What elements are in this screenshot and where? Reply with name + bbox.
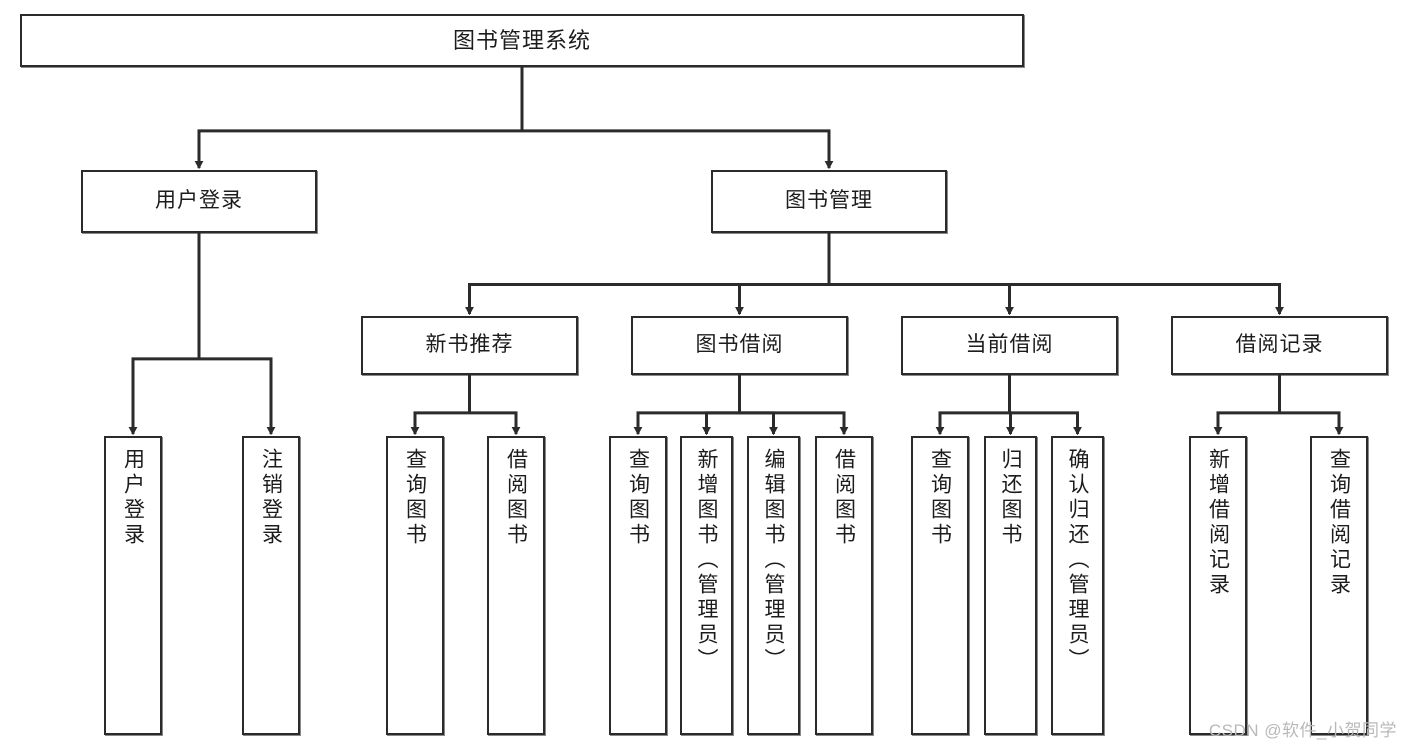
connector-edge (469, 411, 521, 436)
node-leaf-add-book[interactable]: 新增图书（管理员） (680, 436, 733, 735)
node-label: 新增借阅记录 (1206, 448, 1230, 598)
node-user-login[interactable]: 用户登录 (81, 170, 317, 233)
connector-edge (739, 411, 849, 436)
connector-edge (735, 282, 829, 316)
node-leaf-edit-book[interactable]: 编辑图书（管理员） (747, 436, 800, 735)
node-leaf-borrow-book-2[interactable]: 借阅图书 (815, 436, 873, 735)
node-label: 新增图书（管理员） (695, 448, 719, 673)
node-label: 查询借阅记录 (1327, 448, 1351, 598)
node-label: 查询图书 (626, 448, 650, 548)
node-label: 借阅图书 (504, 448, 528, 548)
node-label: 确认归还（管理员） (1066, 448, 1090, 673)
node-label: 借阅记录 (1235, 333, 1324, 357)
connector-edge (935, 411, 1010, 436)
node-label: 图书管理系统 (452, 27, 591, 53)
connector-edge (702, 411, 740, 436)
node-label: 用户登录 (155, 189, 243, 213)
node-label: 注销登录 (259, 448, 283, 548)
node-leaf-user-login[interactable]: 用户登录 (104, 436, 162, 735)
node-leaf-logout[interactable]: 注销登录 (242, 436, 300, 735)
connector-edge (1279, 411, 1344, 436)
node-leaf-query-book-1[interactable]: 查询图书 (386, 436, 444, 735)
connector-edge (194, 129, 522, 170)
node-leaf-query-record[interactable]: 查询借阅记录 (1310, 436, 1368, 735)
connector-edge (410, 411, 470, 436)
connector-edge (1213, 411, 1280, 436)
connector-edge (1009, 411, 1082, 436)
node-leaf-confirm-return[interactable]: 确认归还（管理员） (1051, 436, 1104, 735)
connector-edge (633, 411, 740, 436)
connector-edge (829, 282, 1014, 316)
node-label: 图书借阅 (695, 333, 784, 357)
node-label: 新书推荐 (425, 333, 514, 357)
node-book-manage[interactable]: 图书管理 (711, 170, 947, 233)
node-leaf-add-record[interactable]: 新增借阅记录 (1189, 436, 1247, 735)
connector-edge (739, 411, 778, 436)
node-label: 借阅图书 (832, 448, 856, 548)
node-label: 查询图书 (403, 448, 427, 548)
node-root[interactable]: 图书管理系统 (20, 14, 1024, 67)
connector-edge (1006, 411, 1015, 436)
node-leaf-query-book-3[interactable]: 查询图书 (911, 436, 969, 735)
connector-edge (829, 282, 1284, 316)
node-leaf-borrow-book-1[interactable]: 借阅图书 (487, 436, 545, 735)
connector-edge (522, 129, 834, 170)
node-label: 查询图书 (928, 448, 952, 548)
node-current-borrow[interactable]: 当前借阅 (901, 316, 1118, 375)
watermark-text: CSDN @软件_小贺同学 (1208, 721, 1397, 740)
node-label: 归还图书 (999, 448, 1023, 548)
node-label: 用户登录 (121, 448, 145, 548)
node-label: 图书管理 (785, 189, 873, 213)
node-new-book-rec[interactable]: 新书推荐 (361, 316, 578, 375)
node-borrow-record[interactable]: 借阅记录 (1171, 316, 1388, 375)
connector-edge (128, 357, 199, 436)
node-leaf-query-book-2[interactable]: 查询图书 (609, 436, 667, 735)
connector-edge (199, 357, 276, 436)
node-leaf-return-book[interactable]: 归还图书 (984, 436, 1037, 735)
node-label: 编辑图书（管理员） (762, 448, 786, 673)
node-book-borrow[interactable]: 图书借阅 (631, 316, 848, 375)
connector-edge (465, 282, 829, 316)
node-label: 当前借阅 (965, 333, 1054, 357)
